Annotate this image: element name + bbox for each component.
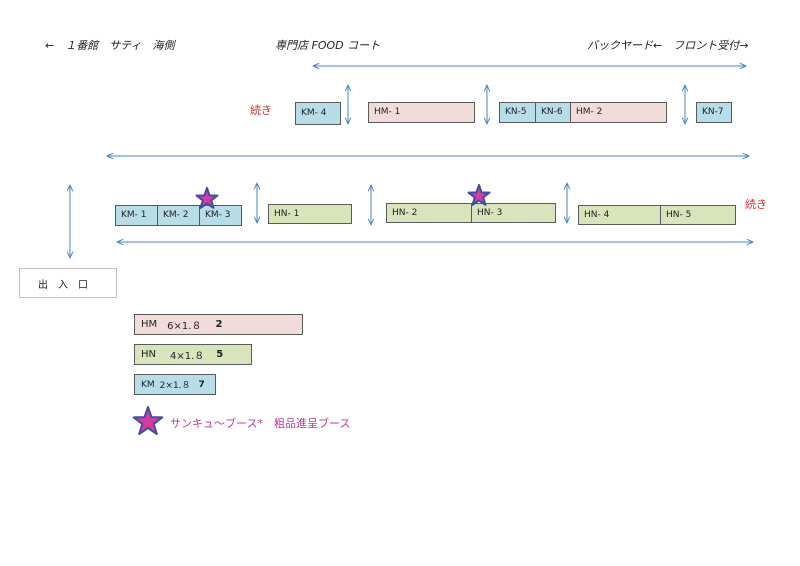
star-icon-km3 — [195, 187, 219, 209]
continuation-label-bottom: 続き — [745, 198, 767, 211]
booth-hm-1: HM- 1 — [368, 102, 475, 123]
booth-hn-5: HN- 5 — [660, 205, 736, 225]
legend-hm: HM 6×1.８ 2 — [134, 314, 303, 335]
legend-hm-code: HM — [141, 319, 158, 330]
header-right: バックヤード← フロント受付→ — [587, 39, 749, 52]
booth-km-4: KM- 4 — [295, 102, 341, 125]
entrance-box: 出入口 — [19, 268, 117, 298]
legend-km-code: KM — [141, 379, 155, 390]
legend-km-count: 7 — [198, 379, 205, 390]
continuation-label-top: 続き — [250, 104, 272, 117]
legend-hm-count: 2 — [215, 319, 223, 330]
legend-km-size: 2×1.８ — [159, 381, 191, 391]
legend-km: KM 2×1.８ 7 — [134, 374, 216, 395]
star-icon-legend — [132, 406, 164, 436]
star-legend-text: サンキュ～ブース* 粗品進呈ブース — [170, 417, 351, 430]
booth-hn-1: HN- 1 — [268, 204, 352, 224]
legend-hn: HN 4×1.８ 5 — [134, 344, 252, 365]
legend-hm-size: 6×1.８ — [167, 321, 202, 332]
booth-km-3: KM- 3 — [199, 205, 242, 226]
booth-kn-5: KN-5 — [499, 102, 536, 123]
star-icon-hn3 — [467, 184, 491, 206]
legend-hn-count: 5 — [216, 349, 224, 360]
booth-hm-2: HM- 2 — [570, 102, 667, 123]
legend-hn-code: HN — [141, 349, 156, 360]
header-left: ← １番館 サティ 海側 — [45, 39, 175, 52]
header-center: 専門店 FOOD コート — [275, 39, 381, 52]
booth-hn-3: HN- 3 — [471, 203, 556, 223]
booth-kn-7: KN-7 — [696, 102, 732, 123]
legend-hn-size: 4×1.８ — [170, 351, 205, 362]
